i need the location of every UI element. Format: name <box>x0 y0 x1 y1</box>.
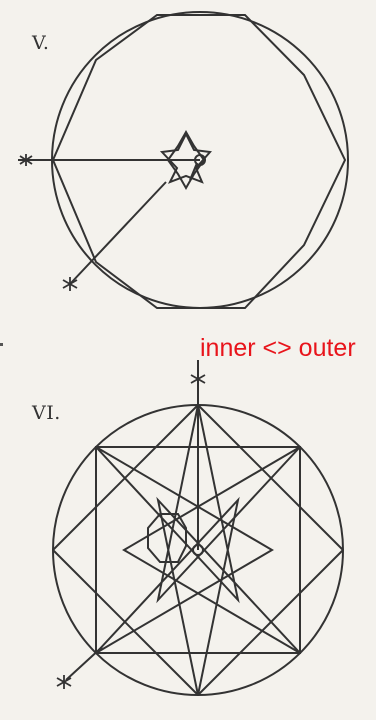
figure-v <box>18 11 349 309</box>
figure-vi-label: VI. <box>32 402 61 424</box>
figure-vi-inner-octagon <box>147 513 187 563</box>
caption: inner <> outer <box>200 334 356 362</box>
figure-v-octagon <box>51 14 347 309</box>
figure-vi-square-a <box>95 446 301 654</box>
figure-v-center-stem <box>189 162 198 181</box>
figure-v-inner-star <box>166 129 206 191</box>
figure-vi-top-marker <box>190 372 206 386</box>
figure-v-diagonal-line <box>69 181 167 285</box>
figure-vi-center <box>192 544 204 556</box>
figure-vi <box>52 360 344 696</box>
figure-v-center <box>194 154 206 166</box>
figure-v-diagonal-marker <box>62 277 78 291</box>
figure-vi-diagonal-marker <box>56 675 72 689</box>
figure-vi-diagonal-line <box>65 646 103 681</box>
figure-v-outer-marker <box>19 154 33 166</box>
figure-v-label: V. <box>32 32 50 54</box>
stray-dot <box>0 343 3 346</box>
